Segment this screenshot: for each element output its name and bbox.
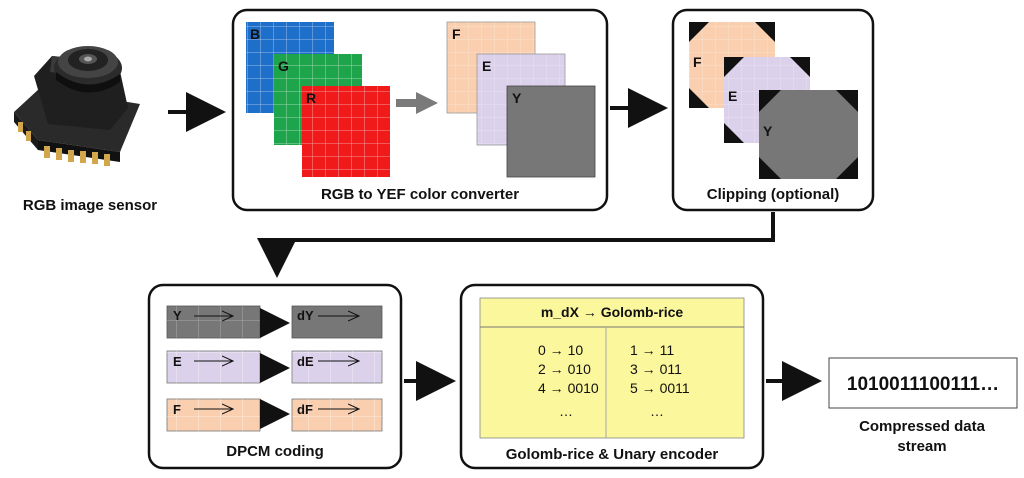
- encoder-caption: Golomb-rice & Unary encoder: [506, 446, 719, 463]
- golomb-entry-4: 4 → 0010: [538, 380, 599, 396]
- golomb-right-col: 1 → 11 3 → 011 5 → 0011 …: [630, 342, 690, 419]
- dpcm-in-e: E: [173, 354, 182, 369]
- golomb-entry-2: 2 → 010: [538, 361, 591, 377]
- plane-r-letter: R: [306, 90, 316, 106]
- clipping-caption: Clipping (optional): [707, 186, 839, 203]
- dpcm-row-e: E dE: [166, 350, 383, 384]
- converter-caption: RGB to YEF color converter: [321, 186, 519, 203]
- clipping-stage: F E Y Clipping (optional): [671, 8, 875, 212]
- clip-f-letter: F: [693, 54, 702, 70]
- bitstream-text: 1010011100111…: [847, 374, 999, 395]
- golomb-right-ellipsis: …: [650, 403, 664, 419]
- golomb-left-col: 0 → 10 2 → 010 4 → 0010 …: [538, 342, 599, 419]
- clip-y-letter: Y: [763, 123, 773, 139]
- plane-y: [506, 85, 596, 178]
- arrow-clipping-to-dpcm: [257, 212, 775, 278]
- dpcm-out-dy: dY: [297, 308, 314, 323]
- dpcm-out-de: dE: [297, 354, 314, 369]
- golomb-entry-5: 5 → 0011: [630, 380, 690, 396]
- dpcm-row-y: Y dY: [166, 305, 383, 339]
- dpcm-caption: DPCM coding: [226, 443, 324, 460]
- bitstream-box: [828, 357, 1018, 409]
- rgb-image-sensor: RGB image sensor: [14, 46, 157, 214]
- plane-f-letter: F: [452, 26, 461, 42]
- output-stream: 1010011100111… Compressed data stream: [828, 357, 1018, 455]
- camera-sensor-icon: [14, 46, 140, 166]
- dpcm-in-y: Y: [173, 308, 182, 323]
- clip-plane-y: Y: [759, 90, 858, 179]
- output-caption-line1: Compressed data: [859, 418, 986, 435]
- plane-y-letter: Y: [512, 90, 522, 106]
- plane-e-letter: E: [482, 58, 491, 74]
- golomb-entry-3: 3 → 011: [630, 361, 682, 377]
- golomb-entry-0: 0 → 10: [538, 342, 583, 358]
- encoder-stage: m_dX → Golomb-rice 0 → 10 2 → 010 4 → 00…: [459, 283, 765, 470]
- dpcm-stage: Y dY E dE F dF: [147, 283, 403, 470]
- golomb-table: [479, 297, 745, 439]
- color-converter-stage: B G R F E Y RGB to YEF color converter: [231, 8, 609, 212]
- golomb-entry-1: 1 → 11: [630, 342, 674, 358]
- clip-e-letter: E: [728, 88, 737, 104]
- yef-planes: F E Y: [446, 21, 596, 178]
- golomb-left-ellipsis: …: [559, 403, 573, 419]
- sensor-label: RGB image sensor: [23, 197, 157, 214]
- golomb-table-header: m_dX → Golomb-rice: [541, 304, 684, 320]
- plane-g-letter: G: [278, 58, 289, 74]
- dpcm-in-f: F: [173, 402, 181, 417]
- dpcm-row-f: F dF: [166, 398, 383, 432]
- rgb-planes: B G R: [246, 22, 390, 177]
- dpcm-out-df: dF: [297, 402, 313, 417]
- plane-b-letter: B: [250, 26, 260, 42]
- convert-arrow: [396, 92, 438, 114]
- output-caption-line2: stream: [897, 438, 946, 455]
